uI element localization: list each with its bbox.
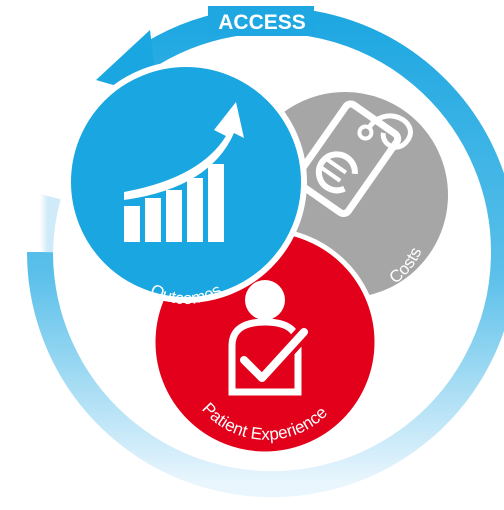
- patient-check-icon: [228, 280, 312, 396]
- access-label-bg: [208, 6, 314, 36]
- access-arrow-tail: [27, 192, 61, 253]
- euro-price-tag-icon: [293, 100, 413, 218]
- growth-chart-icon: [124, 102, 244, 242]
- access-arrow-ring: [27, 7, 504, 498]
- access-label: ACCESS: [218, 11, 306, 34]
